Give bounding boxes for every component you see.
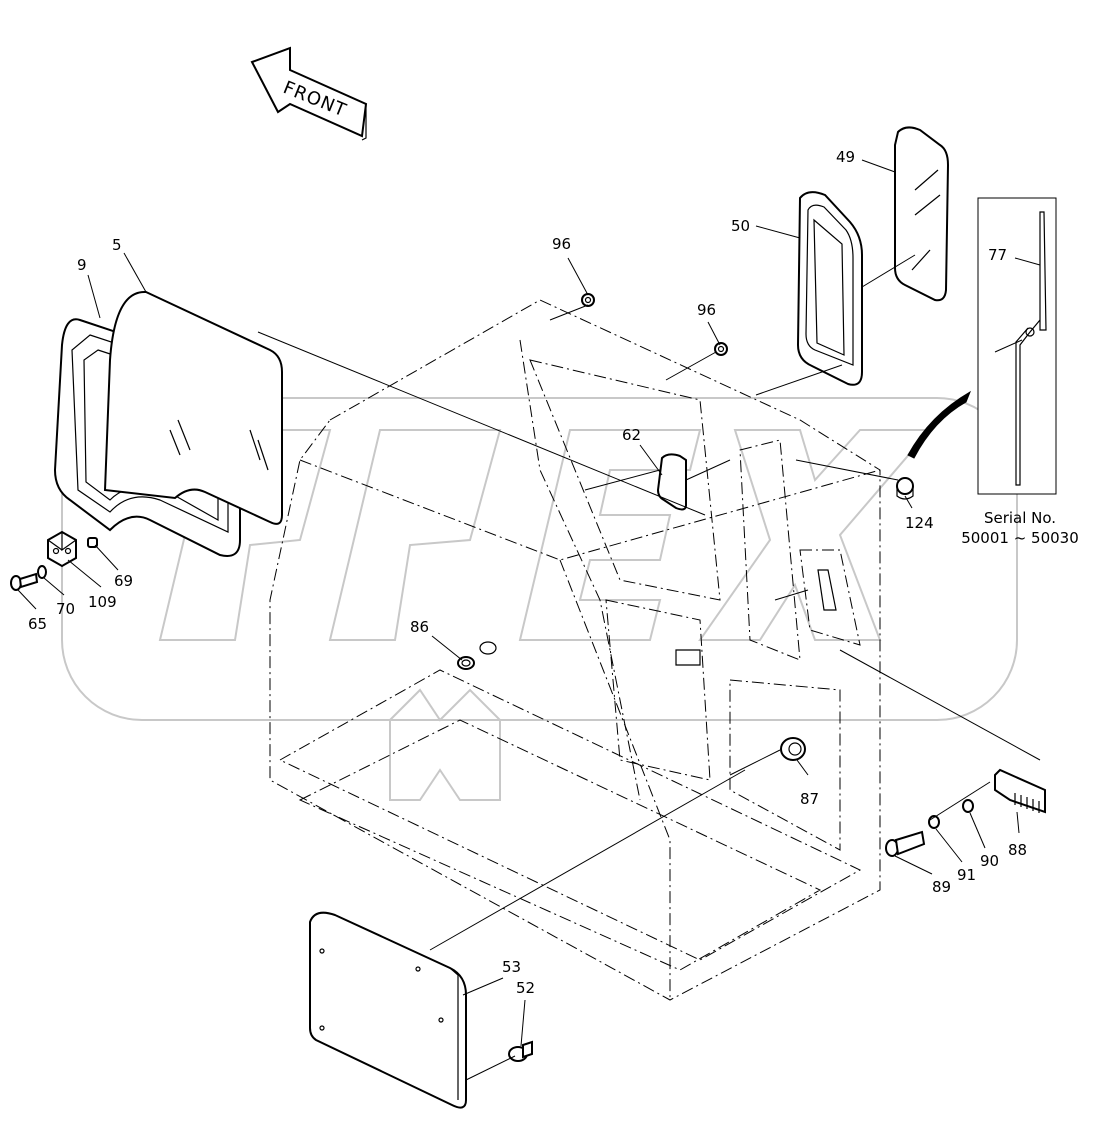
callout-87: 87: [800, 790, 819, 808]
part-65-bolt: [10, 572, 39, 591]
serial-box: [977, 197, 1057, 495]
cab-frame: [269, 299, 881, 1001]
callout-77: 77: [988, 246, 1007, 264]
callout-91: 91: [957, 866, 976, 884]
part-90-washer: [962, 799, 974, 813]
part-87-grommet: [780, 737, 806, 761]
callout-9: 9: [77, 256, 87, 274]
callout-70: 70: [56, 600, 75, 618]
part-70-washer: [37, 565, 47, 579]
callout-69: 69: [114, 572, 133, 590]
part-124-cap: [896, 477, 914, 500]
watermark-logo: [61, 397, 1018, 801]
callout-62: 62: [622, 426, 641, 444]
callout-89: 89: [932, 878, 951, 896]
part-53-rear-panel: [309, 911, 467, 1109]
callout-49: 49: [836, 148, 855, 166]
part-109-bracket: [47, 530, 77, 568]
part-88-bracket: [994, 768, 1046, 814]
callout-109: 109: [88, 593, 117, 611]
callout-50: 50: [731, 217, 750, 235]
part-50-side-seal: [796, 191, 863, 386]
callout-65: 65: [28, 615, 47, 633]
part-5-glass: [103, 290, 283, 525]
leader-lines: [17, 159, 1041, 1081]
callout-52: 52: [516, 979, 535, 997]
part-62-handle: [656, 453, 687, 511]
serial-caption-line-1: Serial No.: [984, 509, 1056, 527]
callout-53: 53: [502, 958, 521, 976]
part-69-pin: [87, 537, 98, 548]
callout-5: 5: [112, 236, 122, 254]
part-96-grommets: [581, 293, 728, 356]
callout-86: 86: [410, 618, 429, 636]
callout-90: 90: [980, 852, 999, 870]
callouts: 5 9 96 96 49 50 77 62 124 69 109 70 65 8…: [28, 148, 1027, 997]
callout-96-top: 96: [552, 235, 571, 253]
serial-caption-line-2: 50001 ~ 50030: [961, 529, 1079, 547]
part-49-side-glass: [894, 126, 950, 302]
front-arrow: FRONT: [250, 46, 368, 141]
callout-88: 88: [1008, 841, 1027, 859]
curved-pointer: [907, 390, 971, 459]
callout-124: 124: [905, 514, 934, 532]
part-89-bolt: [885, 830, 926, 857]
part-52-bolt: [508, 1040, 533, 1062]
callout-96-right: 96: [697, 301, 716, 319]
